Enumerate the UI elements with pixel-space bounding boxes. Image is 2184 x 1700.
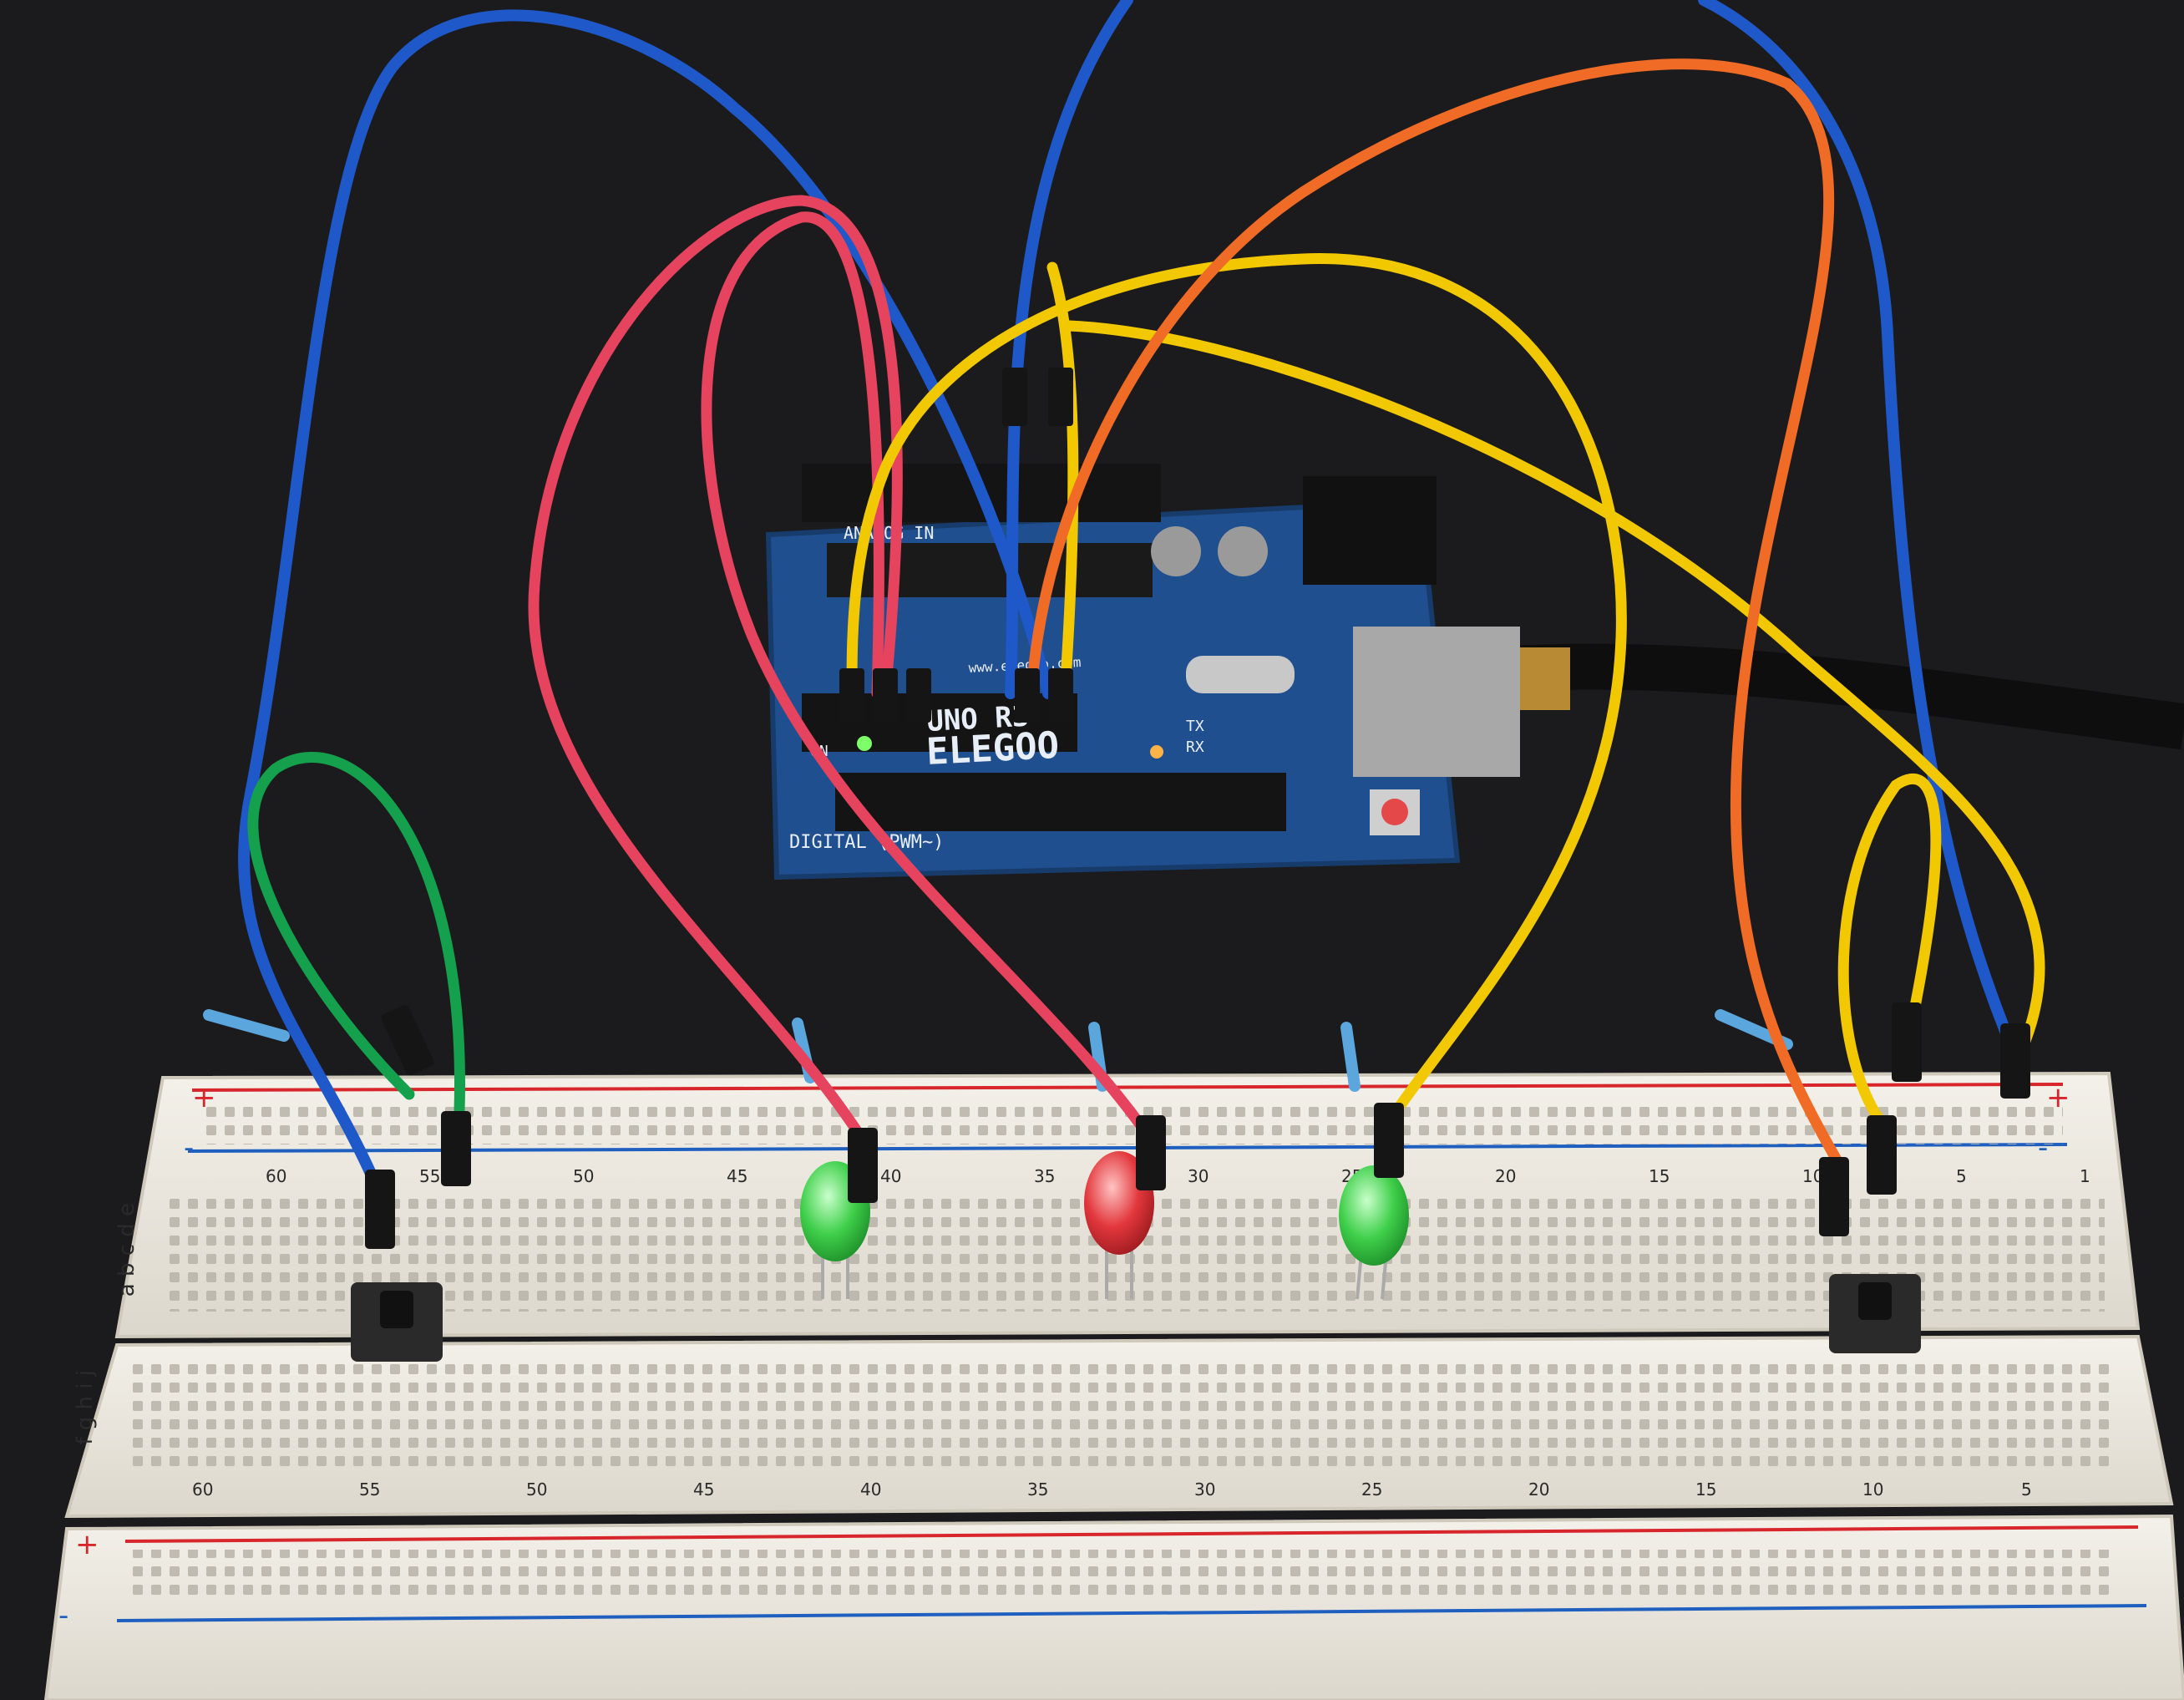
col-num: 50: [526, 1479, 547, 1500]
wire-yellow: [846, 253, 1627, 1125]
col-num: 45: [693, 1479, 714, 1500]
column-numbers-top: 60 55 50 45 40 35 30 25 20 15 10 5 1: [266, 1166, 2090, 1186]
col-num: 1: [2080, 1166, 2090, 1186]
resistor: [1340, 1022, 1361, 1092]
top-row-letters-left: a b c d e: [114, 1203, 139, 1297]
bottom-rail-holes: [125, 1550, 2113, 1600]
arduino-brand: ELEGOO: [925, 724, 1060, 774]
push-buttons: [351, 1274, 1921, 1362]
col-num: 60: [192, 1479, 213, 1500]
col-num: 25: [1361, 1479, 1382, 1500]
tx-led: [1150, 745, 1163, 759]
arduino-board: ELEGOO UNO R3 DIGITAL (PWM~) ANALOG IN O…: [765, 464, 1520, 880]
col-num: 35: [1034, 1166, 1055, 1186]
wire-yellow: [1046, 261, 2045, 1075]
breadboard: + - + - + - a b c d e f g h i j 60 55 50…: [43, 1071, 2184, 1700]
bottom-terminal-holes: [125, 1357, 2113, 1474]
bottom-positive-rail-line: [124, 1525, 2139, 1543]
col-num: 40: [880, 1166, 901, 1186]
top-left-minus: -: [184, 1131, 194, 1165]
rx-label: RX: [1186, 738, 1204, 756]
wire-plugs: [365, 368, 2030, 1249]
top-positive-rail-line: [191, 1083, 2064, 1092]
col-num: 60: [266, 1166, 286, 1186]
col-num: 35: [1027, 1479, 1048, 1500]
col-num: 30: [1194, 1479, 1215, 1500]
col-num: 20: [1495, 1166, 1516, 1186]
col-num: 15: [1695, 1479, 1716, 1500]
usb-cable: [1512, 643, 2184, 750]
wire-blue: [1698, 0, 2027, 1075]
led-green-right: [1339, 1165, 1409, 1300]
col-num: 15: [1649, 1166, 1670, 1186]
col-num: 30: [1188, 1166, 1209, 1186]
usb-port: [1353, 627, 1520, 777]
wire-red: [528, 195, 903, 1142]
capacitor: [1151, 526, 1201, 576]
bottom-left-minus: -: [58, 1599, 68, 1632]
col-num: 55: [359, 1479, 380, 1500]
col-num: 20: [1528, 1479, 1549, 1500]
wire-red: [701, 211, 1154, 1142]
col-num: 40: [860, 1479, 881, 1500]
col-num: 10: [1862, 1479, 1883, 1500]
power-jack: [1303, 476, 1437, 585]
power-led: [857, 736, 872, 751]
tx-label: TX: [1186, 718, 1204, 735]
crystal: [1186, 656, 1295, 693]
capacitor: [1218, 526, 1268, 576]
wire-yellow: [1837, 774, 1942, 1125]
col-num: 45: [727, 1166, 747, 1186]
digital-label: DIGITAL (PWM~): [789, 832, 944, 853]
top-negative-rail-line: [187, 1143, 2068, 1153]
analog-label: ANALOG IN: [844, 523, 934, 543]
wire-orange: [1026, 58, 1843, 1167]
col-num: 5: [1956, 1166, 1967, 1186]
col-num: 5: [2021, 1479, 2032, 1500]
wire-green: [247, 751, 465, 1117]
bottom-left-plus: +: [75, 1528, 99, 1561]
wire-blue: [1005, 0, 1133, 699]
top-right-plus: +: [2046, 1081, 2070, 1114]
bottom-negative-rail-line: [116, 1604, 2147, 1622]
digital-header: [835, 773, 1286, 831]
bottom-row-letters-left: f g h i j: [73, 1370, 98, 1445]
top-right-minus: -: [2038, 1131, 2048, 1165]
col-num: 55: [419, 1166, 440, 1186]
jumper-wires: [238, 0, 2045, 1200]
top-left-plus: +: [192, 1081, 216, 1114]
column-numbers-bottom: 60 55 50 45 40 35 30 25 20 15 10 5: [192, 1479, 2032, 1500]
col-num: 50: [573, 1166, 594, 1186]
arduino-model: UNO R3: [925, 700, 1030, 738]
resistor: [203, 1009, 290, 1042]
